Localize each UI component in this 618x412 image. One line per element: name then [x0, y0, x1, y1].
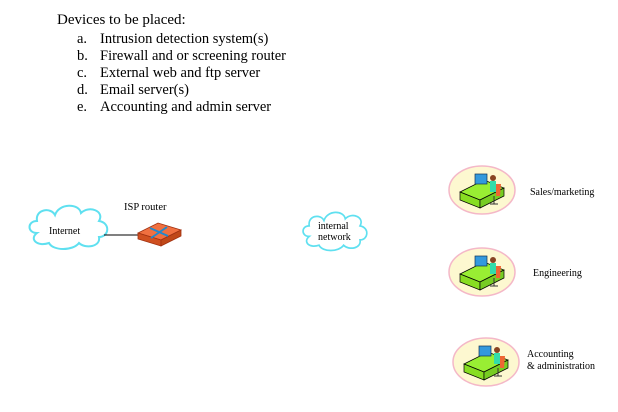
- department-label-engineering: Engineering: [533, 268, 582, 279]
- router-icon: [136, 222, 183, 247]
- list-item: c. External web and ftp server: [77, 65, 286, 82]
- list-marker: c.: [77, 65, 88, 81]
- list-text: Intrusion detection system(s): [100, 31, 269, 47]
- list-item: d. Email server(s): [77, 82, 286, 99]
- department-label-accounting: Accounting & administration: [527, 349, 595, 373]
- internal-network-label: internal network: [318, 221, 351, 243]
- label-line: network: [318, 232, 351, 243]
- list-text: Firewall and or screening router: [100, 48, 287, 64]
- workstation-icon: [448, 247, 516, 297]
- list-item: b. Firewall and or screening router: [77, 48, 286, 65]
- list-marker: a.: [77, 31, 88, 47]
- workstation-icon: [452, 337, 520, 387]
- list-marker: d.: [77, 82, 88, 98]
- label-line: Accounting: [527, 349, 574, 360]
- list-text: External web and ftp server: [100, 65, 261, 81]
- list-marker: e.: [77, 99, 88, 115]
- list-text: Email server(s): [100, 82, 189, 98]
- heading: Devices to be placed:: [57, 12, 186, 28]
- list-marker: b.: [77, 48, 88, 64]
- label-line: & administration: [527, 361, 596, 372]
- internet-label: Internet: [49, 226, 81, 237]
- device-list: a. Intrusion detection system(s) b. Firewa…: [77, 31, 286, 116]
- list-text: Accounting and admin server: [100, 99, 272, 115]
- isp-router-label: ISP router: [124, 202, 167, 213]
- label-line: internal: [318, 221, 349, 232]
- workstation-icon: [448, 165, 516, 215]
- list-item: a. Intrusion detection system(s): [77, 31, 286, 48]
- department-label-sales: Sales/marketing: [530, 187, 595, 198]
- list-item: e. Accounting and admin server: [77, 99, 286, 116]
